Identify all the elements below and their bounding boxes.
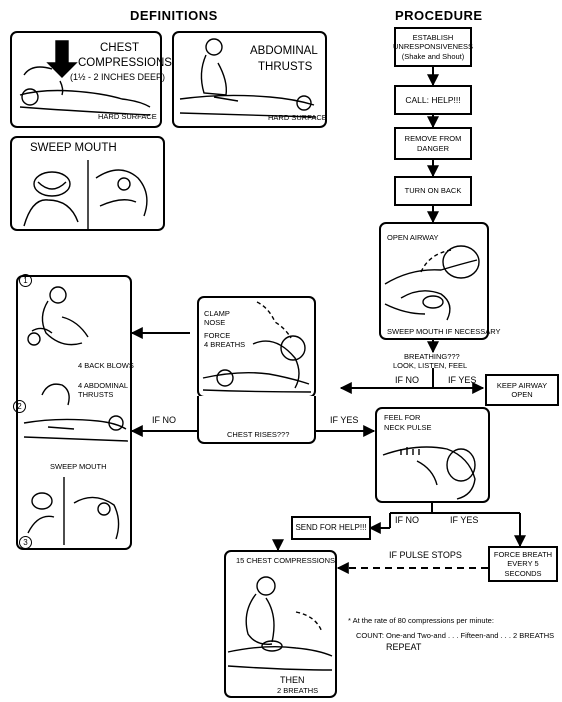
- chest-rises-box: [197, 396, 316, 444]
- sweep-title: SWEEP MOUTH: [30, 142, 117, 154]
- chest-title-line2: COMPRESSIONS: [78, 57, 172, 69]
- open-airway-illustration: [384, 245, 480, 321]
- open-airway-box: OPEN AIRWAY SWEEP MOUTH IF NECESSARY: [379, 222, 501, 340]
- definitions-header: DEFINITIONS: [130, 8, 218, 23]
- step3-line2: DANGER: [416, 143, 450, 153]
- force-breath-line2: EVERY 5 SECONDS: [504, 559, 542, 578]
- procedure-header: PROCEDURE: [395, 8, 483, 23]
- abdominal-thrust-illustration: [179, 38, 317, 118]
- abdominal-title-line1: ABDOMINAL: [250, 45, 318, 57]
- count-instructions: COUNT: One-and Two-and . . . Fifteen-and…: [356, 631, 555, 640]
- rescue-breathing-illustration: [202, 301, 312, 393]
- step1-line3: (Shake and Shout): [401, 51, 465, 61]
- force-breath-line1: FORCE BREATH: [493, 549, 553, 559]
- step1-line1: ESTABLISH: [412, 32, 454, 42]
- branch2-yes: IF YES: [330, 415, 359, 425]
- branch3-yes: IF YES: [450, 515, 479, 525]
- chest-title-line1: CHEST: [100, 42, 139, 54]
- airway-obstruction-box: [16, 275, 132, 550]
- back-blows: 4 BACK BLOWS: [78, 361, 134, 370]
- send-help-label: SEND FOR HELP!!!: [295, 523, 367, 532]
- step4-line1: TURN ON BACK: [404, 186, 462, 196]
- abdominal-line2: THRUSTS: [78, 390, 114, 399]
- branch2-no: IF NO: [152, 415, 176, 425]
- step2-line1: CALL: HELP!!!: [405, 94, 461, 105]
- compression-rate-note: * At the rate of 80 compressions per min…: [348, 616, 494, 625]
- chest-surface: HARD SURFACE: [98, 112, 157, 121]
- compressions-breaths: 2 BREATHS: [277, 686, 319, 695]
- compressions-title: 15 CHEST COMPRESSIONS: [236, 556, 336, 565]
- keep-airway-line1: KEEP AIRWAY: [496, 380, 548, 390]
- step3-line1: REMOVE FROM: [404, 134, 462, 144]
- open-airway-label: OPEN AIRWAY: [387, 233, 439, 242]
- keep-airway-line2: OPEN: [511, 390, 533, 399]
- step-turn-on-back: TURN ON BACK: [394, 176, 472, 206]
- abdominal-line1: 4 ABDOMINAL: [78, 381, 129, 390]
- if-pulse-stops: IF PULSE STOPS: [389, 550, 462, 560]
- obstruction-step3: 3: [19, 536, 32, 549]
- sweep-if-necessary: SWEEP MOUTH IF NECESSARY: [387, 327, 501, 336]
- compressions-then: THEN: [280, 675, 305, 685]
- force-line1: FORCE: [204, 331, 231, 340]
- neck-pulse-box: FEEL FOR NECK PULSE: [375, 407, 490, 503]
- obstruction-illustrations: [23, 286, 129, 545]
- clamp-line1: CLAMP: [204, 309, 230, 318]
- abdominal-surface: HARD SURFACE: [268, 113, 327, 122]
- obstruction-sweep: SWEEP MOUTH: [50, 462, 107, 471]
- obstruction-step1: 1: [19, 274, 32, 287]
- branch1-no: IF NO: [395, 375, 419, 385]
- chest-compressions-box: CHEST COMPRESSIONS (1½ - 2 INCHES DEEP) …: [10, 31, 172, 128]
- send-for-help: SEND FOR HELP!!!: [291, 516, 371, 540]
- step-call-help: CALL: HELP!!!: [394, 85, 472, 115]
- sweep-mouth-box: SWEEP MOUTH: [10, 136, 165, 231]
- abdominal-title-line2: THRUSTS: [258, 61, 313, 73]
- chest-compression-illustration: [19, 40, 151, 116]
- repeat-label: REPEAT: [386, 642, 422, 652]
- cpr-illustration: [227, 576, 333, 671]
- force-breaths-box: CLAMP NOSE FORCE 4 BREATHS: [197, 296, 316, 398]
- clamp-line2: NOSE: [204, 318, 226, 327]
- keep-airway-open: KEEP AIRWAY OPEN: [485, 374, 559, 406]
- step1-line2: UNRESPONSIVENESS: [392, 42, 474, 52]
- breathing-question: BREATHING???: [404, 352, 460, 361]
- pulse-line2: NECK PULSE: [384, 423, 432, 432]
- neck-pulse-illustration: [382, 446, 476, 500]
- pulse-line1: FEEL FOR: [384, 413, 421, 422]
- chest-depth: (1½ - 2 INCHES DEEP): [70, 72, 166, 82]
- step-establish-unresponsiveness: ESTABLISH UNRESPONSIVENESS (Shake and Sh…: [392, 27, 474, 67]
- look-listen-feel: LOOK, LISTEN, FEEL: [393, 361, 468, 370]
- chest-compressions-cycle-box: 15 CHEST COMPRESSIONS THEN 2 BREATHS: [224, 550, 337, 698]
- obstruction-step2: 2: [13, 400, 26, 413]
- branch1-yes: IF YES: [448, 375, 477, 385]
- branch3-no: IF NO: [395, 515, 419, 525]
- chest-rises-question: CHEST RISES???: [227, 430, 290, 439]
- force-line2: 4 BREATHS: [204, 340, 246, 349]
- sweep-mouth-illustration: [23, 160, 148, 229]
- step-remove-from-danger: REMOVE FROM DANGER: [394, 127, 472, 160]
- force-breath-box: FORCE BREATH EVERY 5 SECONDS: [488, 546, 558, 582]
- abdominal-thrusts-box: ABDOMINAL THRUSTS HARD SURFACE: [172, 31, 327, 128]
